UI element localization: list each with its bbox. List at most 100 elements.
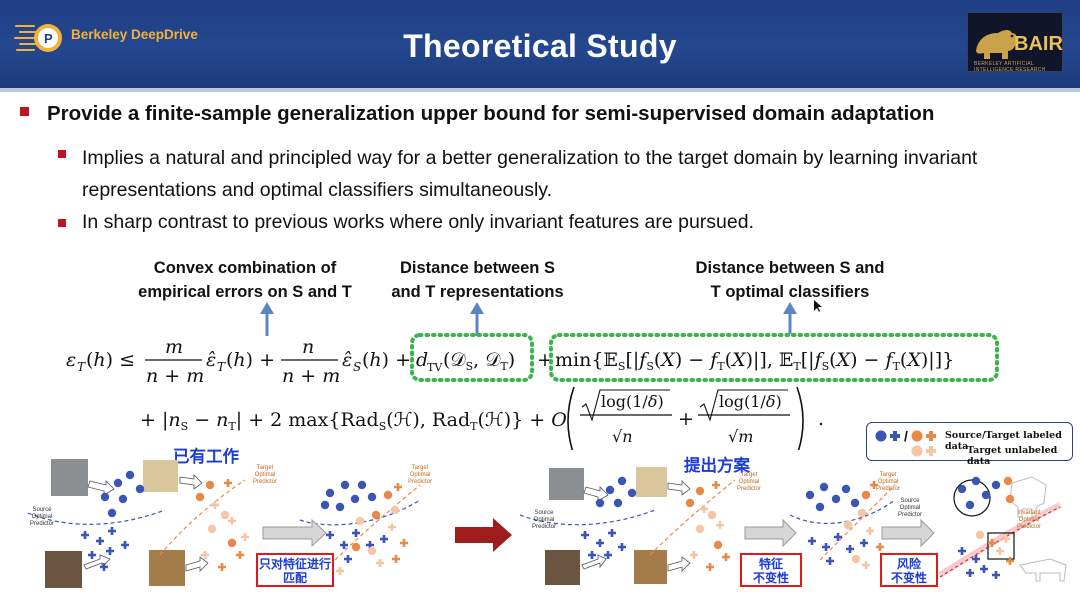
svg-text:d: d: [416, 349, 428, 371]
target-predictor-label: Target Optimal Predictor: [253, 465, 277, 486]
domain-adaptation-diagram: Source Optimal Predictor Target Optimal …: [0, 455, 1080, 607]
svg-text:+ |nS − nT| + 2 max{RadS(ℋ), R: + |nS − nT| + 2 max{RadS(ℋ), RadT(ℋ)} + …: [140, 409, 567, 433]
data-point-circle: [357, 480, 367, 490]
source-predictor-label: Source Optimal Predictor: [898, 498, 922, 519]
label-line: Target: [256, 465, 274, 471]
data-point-cross: [201, 551, 209, 559]
data-point-circle: [975, 530, 985, 540]
annotation-line: empirical errors on S and T: [138, 283, 352, 301]
annotation-empirical-errors: Convex combination of empirical errors o…: [120, 256, 370, 304]
box-line: 不变性: [752, 571, 789, 585]
legend-markers: /: [875, 428, 936, 457]
data-point-circle: [351, 542, 361, 552]
data-point-cross: [326, 531, 334, 539]
data-point-cross: [846, 545, 854, 553]
data-point-cross: [992, 571, 1000, 579]
bullet-marker-icon: [58, 150, 66, 158]
diagram-canvas: [27, 459, 1067, 588]
svg-text:√n: √n: [612, 427, 633, 446]
data-point-cross: [100, 563, 108, 571]
label-line: Optimal: [409, 472, 431, 478]
data-point-circle: [713, 540, 723, 550]
data-point-cross: [218, 563, 226, 571]
label-line: Optimal: [533, 517, 555, 523]
data-point-cross: [716, 521, 724, 529]
data-point-cross: [241, 533, 249, 541]
data-point-cross: [380, 535, 388, 543]
svg-text:.: .: [818, 408, 824, 430]
svg-text:(𝒟S, 𝒟T): (𝒟S, 𝒟T): [443, 349, 515, 373]
data-point-cross: [608, 529, 616, 537]
data-point-cross: [834, 533, 842, 541]
main-bullet: Provide a finite-sample generalization u…: [47, 102, 935, 125]
header-divider: [0, 88, 1080, 92]
bullet-marker-icon: [58, 219, 66, 227]
data-point-cross: [228, 517, 236, 525]
data-point-circle: [207, 524, 217, 534]
data-point-cross: [618, 543, 626, 551]
svg-text:(h) ≤: (h) ≤: [86, 349, 135, 371]
data-point-cross: [96, 537, 104, 545]
data-point-circle: [851, 554, 861, 564]
data-point-circle: [707, 510, 717, 520]
data-point-circle: [135, 484, 145, 494]
data-point-circle: [100, 492, 110, 502]
data-point-cross: [224, 479, 232, 487]
data-point-cross: [376, 559, 384, 567]
data-point-circle: [227, 538, 237, 548]
data-point-circle: [367, 546, 377, 556]
label-line: Optimal: [1018, 517, 1040, 523]
data-point-circle: [107, 508, 117, 518]
data-point-cross: [106, 547, 114, 555]
data-point-cross: [596, 539, 604, 547]
svg-text:ε: ε: [66, 349, 76, 371]
data-point-cross: [808, 537, 816, 545]
label-proposed-method: 提出方案: [684, 457, 750, 475]
data-point-circle: [695, 486, 705, 496]
data-point-circle: [815, 502, 825, 512]
risk-invariance-box: 风险 不变性: [880, 553, 938, 587]
data-point-cross: [722, 553, 730, 561]
label-line: Optimal: [877, 479, 899, 485]
data-point-cross: [392, 555, 400, 563]
data-point-cross: [394, 483, 402, 491]
data-point-cross: [826, 557, 834, 565]
data-point-cross: [706, 563, 714, 571]
data-point-circle: [390, 505, 400, 515]
bullet-marker-icon: [20, 107, 29, 116]
svg-text:n: n: [302, 336, 314, 358]
label-line: Invariant: [1017, 510, 1041, 516]
data-point-cross: [860, 539, 868, 547]
svg-text:n + m: n + m: [146, 365, 204, 387]
svg-text:S: S: [353, 360, 361, 374]
target-predictor-label: Target Optimal Predictor: [737, 472, 761, 493]
svg-text:TV: TV: [427, 361, 443, 374]
data-point-cross: [211, 501, 219, 509]
label-line: Target: [740, 472, 758, 478]
data-point-circle: [850, 498, 860, 508]
data-point-circle: [971, 476, 981, 486]
feature-matching-only-box: 只对特征进行 匹配: [256, 553, 334, 587]
data-point-circle: [861, 490, 871, 500]
annotation-representation-distance: Distance between S and T representations: [365, 256, 590, 304]
data-point-circle: [965, 500, 975, 510]
label-line: Predictor: [532, 524, 557, 530]
dog-photo-icon: [143, 460, 178, 492]
svg-text:m: m: [165, 336, 183, 358]
annotation-line: Convex combination of: [153, 259, 337, 277]
data-point-circle: [113, 478, 123, 488]
bair-subtitle: BERKELEY ARTIFICIAL INTELLIGENCE RESEARC…: [974, 61, 1046, 73]
svg-text:n + m: n + m: [282, 365, 340, 387]
data-point-circle: [335, 502, 345, 512]
data-point-circle: [695, 524, 705, 534]
data-point-circle: [371, 510, 381, 520]
data-point-cross: [972, 555, 980, 563]
svg-text:ε̂: ε̂: [206, 349, 216, 371]
data-point-circle: [685, 498, 695, 508]
svg-text:min{𝔼S[|fS(X) − fT(X)|], 𝔼T[: min{𝔼S[|fS(X) − fT(X)|], 𝔼T[|fS(X) − fT(…: [555, 349, 954, 373]
data-point-cross: [108, 527, 116, 535]
svg-text:(h) +: (h) +: [362, 349, 411, 371]
annotation-line: Distance between S: [400, 259, 555, 277]
data-point-cross: [88, 551, 96, 559]
data-point-cross: [822, 543, 830, 551]
